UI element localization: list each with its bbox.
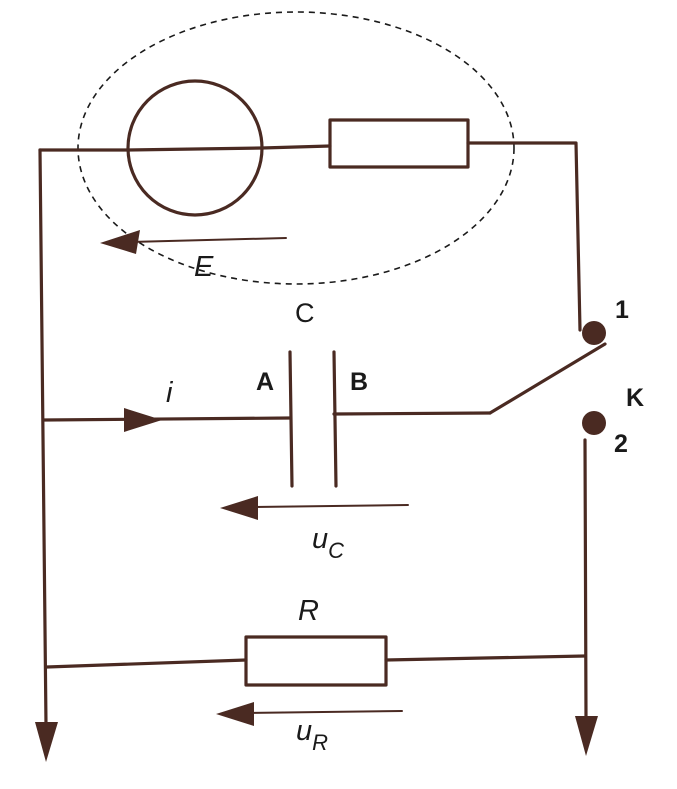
internal-resistor bbox=[328, 118, 470, 169]
ur-label-main: u bbox=[296, 715, 312, 747]
ur-label-sub: R bbox=[312, 730, 328, 755]
source-boundary-ellipse bbox=[77, 11, 515, 285]
plate-a-label: A bbox=[256, 368, 274, 396]
right-lower-wire bbox=[583, 438, 588, 720]
switch-terminal-2-dot bbox=[582, 411, 606, 435]
plate-b-wire bbox=[332, 411, 492, 416]
ur-arrow-head bbox=[216, 702, 254, 726]
terminal-2-label: 2 bbox=[614, 430, 628, 458]
capacitor-plate-b bbox=[332, 350, 338, 488]
left-main-wire bbox=[38, 148, 48, 727]
switch-blade bbox=[488, 342, 607, 415]
resistor-branch-wire-right bbox=[384, 654, 587, 662]
switch-terminal-1-dot bbox=[582, 321, 606, 345]
current-arrow-head bbox=[124, 408, 162, 432]
right-ground-arrow bbox=[575, 716, 598, 756]
resistor-branch-wire-left bbox=[45, 658, 248, 669]
emf-label: E bbox=[194, 251, 214, 283]
capacitor-plate-a bbox=[288, 350, 294, 488]
uc-label-main: u bbox=[312, 523, 328, 555]
uc-label: uC bbox=[312, 523, 344, 563]
ur-arrow-line bbox=[247, 710, 403, 714]
uc-arrow-head bbox=[220, 496, 258, 520]
top-wire-right bbox=[466, 141, 582, 332]
load-resistor bbox=[244, 635, 388, 687]
emf-arrow-head bbox=[100, 230, 140, 254]
switch-label: K bbox=[626, 384, 644, 412]
uc-label-sub: C bbox=[328, 538, 344, 563]
terminal-1-label: 1 bbox=[615, 296, 629, 324]
plate-b-label: B bbox=[350, 368, 368, 396]
uc-arrow-line bbox=[249, 504, 409, 508]
top-wire-mid bbox=[260, 144, 332, 150]
source-internal-wire bbox=[126, 146, 264, 152]
capacitor-label: C bbox=[295, 298, 315, 328]
left-ground-arrow bbox=[35, 722, 58, 762]
emf-arrow-line bbox=[129, 237, 287, 243]
current-label: i bbox=[166, 377, 174, 409]
resistor-label: R bbox=[298, 595, 319, 627]
capacitor-branch-wire bbox=[42, 416, 292, 422]
ur-label: uR bbox=[296, 715, 328, 755]
